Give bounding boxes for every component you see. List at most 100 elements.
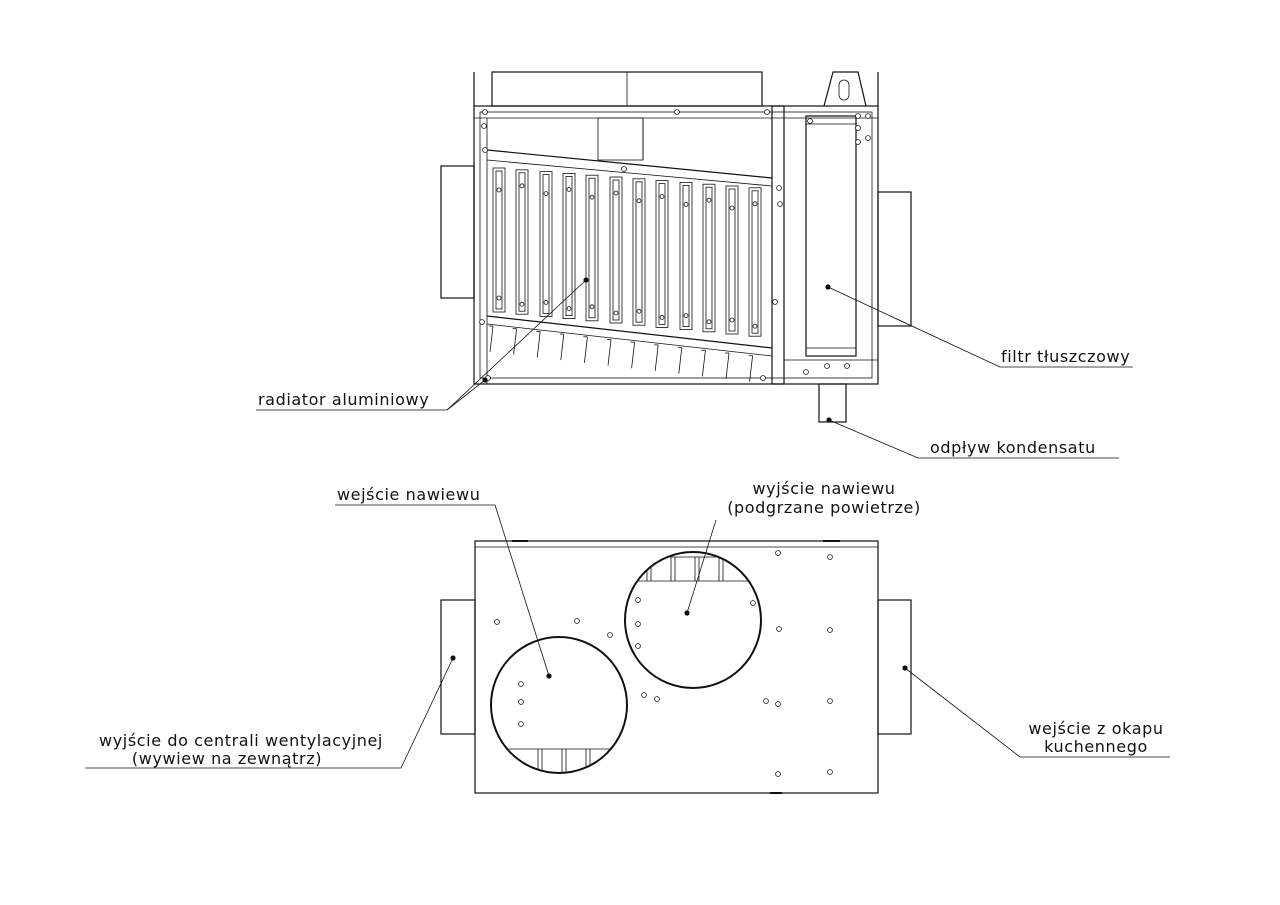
slat — [536, 331, 541, 358]
fin-hole — [566, 186, 572, 192]
radiator-fin-inner — [635, 181, 643, 323]
fin-hole — [589, 194, 595, 200]
screw-hole — [824, 363, 830, 369]
screw-hole — [621, 166, 627, 172]
housing-front — [474, 540, 879, 794]
radiator-fin-inner — [751, 190, 759, 334]
screw-hole — [855, 125, 861, 131]
radiator-fin — [748, 187, 762, 337]
slat — [654, 344, 659, 371]
fin-hole — [706, 319, 712, 325]
fin-hole — [636, 308, 642, 314]
screw-hole — [827, 769, 833, 775]
screw-hole — [518, 699, 524, 705]
screw-hole — [777, 201, 783, 207]
screw-hole — [827, 698, 833, 704]
slat — [725, 352, 730, 380]
screw-hole — [641, 692, 647, 698]
screw-hole — [855, 113, 861, 119]
screw-hole — [750, 600, 756, 606]
screw-hole — [865, 135, 871, 141]
screw-hole — [764, 109, 770, 115]
screw-hole — [807, 118, 813, 124]
radiator-fin-inner — [588, 177, 596, 319]
screw-hole — [772, 299, 778, 305]
label-hood-inlet-line1: wejście z okapu — [1028, 719, 1163, 738]
radiator-fin-inner — [728, 188, 736, 332]
radiator-fin-inner — [565, 175, 573, 316]
front-leaders — [85, 504, 1170, 769]
radiator-fin — [632, 178, 646, 326]
slat — [560, 334, 565, 361]
screw-hole — [607, 632, 613, 638]
radiator-fin-inner — [705, 186, 713, 330]
fin-hole — [519, 183, 525, 189]
screw-hole — [760, 375, 766, 381]
screw-hole — [635, 597, 641, 603]
label-condensate: odpływ kondensatu — [930, 438, 1096, 457]
fin-hole — [683, 201, 689, 207]
fin-hole — [613, 310, 619, 316]
screw-hole — [865, 113, 871, 119]
radiator-fin-inner — [612, 179, 620, 321]
screw-hole — [494, 619, 500, 625]
fin-hole — [589, 304, 595, 310]
grease-filter — [805, 115, 857, 357]
radiator-fin-inner — [682, 184, 690, 327]
mounting-lug — [823, 71, 867, 107]
top-leaders — [256, 277, 1133, 459]
radiator-fin — [585, 174, 599, 322]
fin-hole — [752, 323, 758, 329]
supply-inlet-circle — [490, 636, 628, 774]
fin-hole — [706, 197, 712, 203]
screw-hole — [844, 363, 850, 369]
radiator-fin — [702, 183, 716, 333]
screw-hole — [482, 147, 488, 153]
label-ventilation-outlet-line1: wyjście do centrali wentylacyjnej — [99, 731, 383, 750]
screw-hole — [775, 771, 781, 777]
divider — [771, 105, 785, 385]
label-grease-filter: filtr tłuszczowy — [1001, 347, 1130, 366]
label-supply-outlet-line2: (podgrzane powietrze) — [727, 498, 921, 517]
slat — [749, 355, 753, 382]
screw-hole — [803, 369, 809, 375]
slat — [607, 339, 612, 366]
right-stub — [877, 191, 912, 327]
radiator-fin — [609, 176, 623, 324]
screw-hole — [635, 621, 641, 627]
screw-hole — [635, 643, 641, 649]
radiator-fin — [655, 180, 669, 328]
fin-hole — [659, 314, 665, 320]
radiator-fin-inner — [658, 183, 666, 325]
screw-hole — [674, 109, 680, 115]
screw-hole — [776, 626, 782, 632]
slat — [702, 350, 706, 377]
screw-hole — [518, 721, 524, 727]
radiator-fin — [562, 172, 576, 319]
screw-hole — [763, 698, 769, 704]
radiator-fin — [515, 169, 529, 315]
housing-section — [473, 105, 879, 385]
slat — [489, 325, 494, 353]
radiator-fin — [679, 181, 693, 330]
screw-hole — [479, 319, 485, 325]
fin-hole — [752, 201, 758, 207]
label-supply-inlet: wejście nawiewu — [337, 485, 480, 504]
radiator-fin — [725, 185, 739, 335]
screw-hole — [482, 109, 488, 115]
fin-hole — [496, 187, 502, 193]
screw-hole — [518, 681, 524, 687]
screw-hole — [776, 185, 782, 191]
radiator-fin — [539, 171, 553, 317]
label-radiator: radiator aluminiowy — [258, 390, 429, 409]
left-stub — [440, 165, 475, 299]
fin-hole — [729, 205, 735, 211]
slat — [513, 328, 517, 355]
screw-hole — [855, 139, 861, 145]
radiator-fin — [492, 167, 506, 313]
ventilation-outlet-stub — [440, 599, 476, 735]
fin-hole — [496, 295, 502, 301]
section-view — [440, 71, 912, 423]
fin-hole — [683, 313, 689, 319]
